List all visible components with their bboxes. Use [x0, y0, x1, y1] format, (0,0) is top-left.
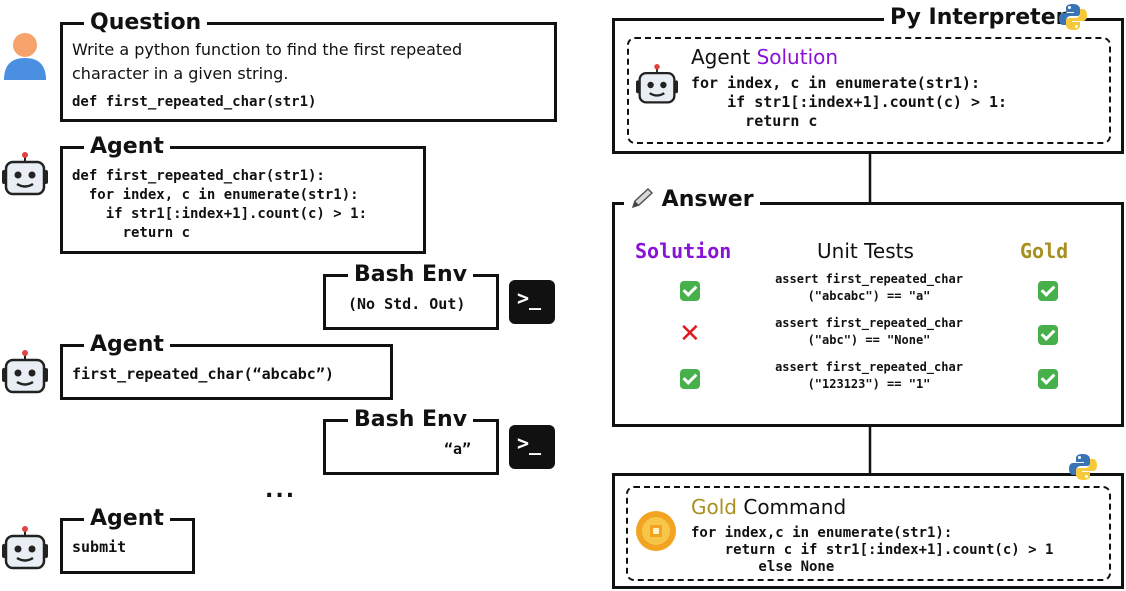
- gold-label: Gold: [691, 495, 737, 519]
- bash-output: “a”: [444, 440, 472, 458]
- question-box: Write a python function to find the firs…: [60, 22, 557, 122]
- question-title: Question: [84, 11, 208, 35]
- check-icon: [1038, 281, 1058, 301]
- unit-test: assert first_repeated_char ("abcabc") ==…: [775, 272, 963, 303]
- command-label: Command: [743, 495, 847, 519]
- bash-env-title: Bash Env: [348, 263, 474, 287]
- agent-step-box: first_repeated_char(“abcabc”): [60, 344, 393, 400]
- check-icon: [1038, 325, 1058, 345]
- agent-code: submit: [72, 538, 127, 556]
- robot-icon: [2, 350, 48, 394]
- agent-solution-panel: Agent Solution for index, c in enumerate…: [627, 37, 1111, 144]
- bash-output: (No Std. Out): [348, 295, 466, 313]
- solution-label: Solution: [756, 45, 839, 69]
- check-icon: [680, 281, 700, 301]
- gold-coin-icon: [636, 511, 676, 551]
- user-icon: [4, 33, 46, 80]
- py-interpreter-box: [612, 18, 1124, 154]
- unit-test: assert first_repeated_char ("123123") ==…: [775, 360, 963, 391]
- robot-icon: [636, 64, 678, 104]
- solution-column-header: Solution: [635, 239, 732, 263]
- terminal-icon: >_: [509, 425, 555, 469]
- agent-code: def first_repeated_char(str1): for index…: [72, 168, 368, 241]
- check-icon: [680, 369, 700, 389]
- agent-code: first_repeated_char(“abcabc”): [72, 365, 334, 383]
- unit-tests-column-header: Unit Tests: [817, 239, 914, 263]
- terminal-icon: >_: [509, 280, 555, 324]
- question-signature: def first_repeated_char(str1): [72, 94, 317, 110]
- gold-command-panel: Gold Command for index,c in enumerate(st…: [626, 486, 1111, 581]
- question-text-line2: character in a given string.: [72, 64, 289, 83]
- ellipsis: ...: [265, 478, 297, 503]
- python-logo-icon: [1059, 4, 1087, 30]
- answer-box: Solution Unit Tests Gold assert first_re…: [612, 202, 1124, 427]
- unit-test: assert first_repeated_char ("abc") == "N…: [775, 316, 963, 347]
- answer-title: Answer: [624, 187, 760, 212]
- answer-title-text: Answer: [661, 187, 754, 212]
- gold-command-heading: Gold Command: [691, 495, 846, 519]
- robot-icon: [2, 152, 48, 196]
- agent-title: Agent: [84, 333, 170, 357]
- robot-icon: [2, 526, 48, 570]
- gold-command-code: for index,c in enumerate(str1): return c…: [691, 525, 1054, 575]
- question-text-line1: Write a python function to find the firs…: [72, 40, 463, 59]
- bash-env-title: Bash Env: [348, 408, 474, 432]
- check-icon: [1038, 369, 1058, 389]
- agent-title: Agent: [84, 135, 170, 159]
- agent-label: Agent: [691, 45, 751, 69]
- cross-icon: ✕: [679, 319, 701, 349]
- pencil-icon: [631, 187, 654, 209]
- py-interpreter-title: Py Interpreter: [884, 6, 1073, 30]
- agent-title: Agent: [84, 507, 170, 531]
- gold-command-box: [612, 473, 1124, 589]
- agent-solution-code: for index, c in enumerate(str1): if str1…: [691, 74, 1008, 130]
- python-logo-icon: [1069, 454, 1097, 480]
- agent-solution-heading: Agent Solution: [691, 45, 838, 69]
- gold-column-header: Gold: [1020, 239, 1069, 263]
- agent-step-box: def first_repeated_char(str1): for index…: [60, 146, 426, 254]
